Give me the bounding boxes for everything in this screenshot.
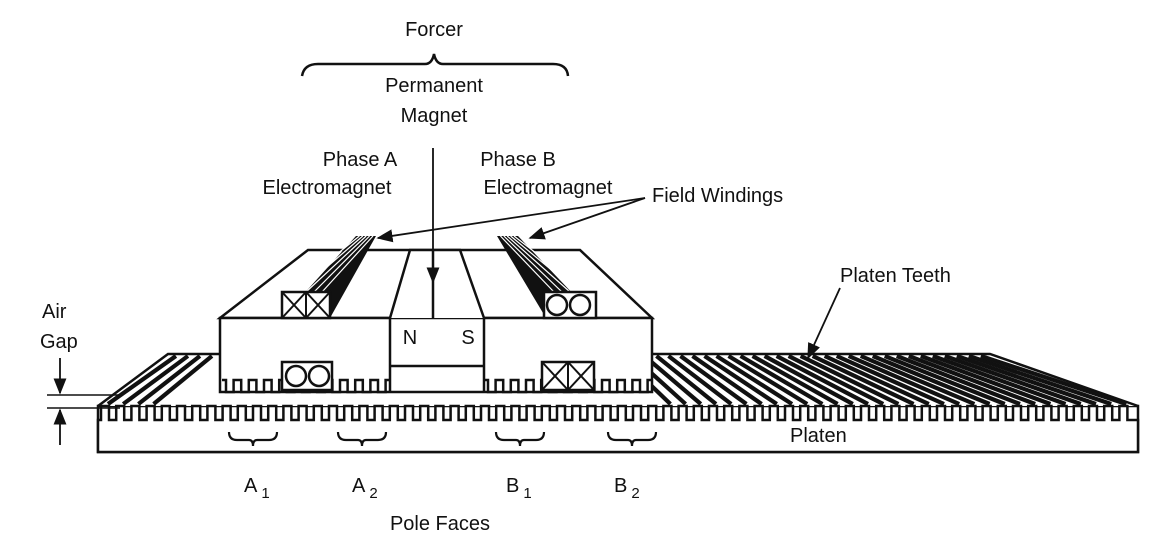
platen-tooth	[137, 354, 202, 406]
phase-b-label-line2: Electromagnet	[484, 177, 613, 199]
phase-a-winding	[280, 235, 376, 392]
pole-face-brace-a2	[336, 431, 388, 447]
platen-tooth	[715, 354, 794, 406]
air-gap-label-line1: Air	[42, 301, 67, 323]
platen-tooth	[835, 354, 945, 406]
pole-face-brace-b2	[606, 431, 658, 447]
phase-b-winding	[497, 235, 598, 392]
platen-tooth	[643, 354, 703, 406]
platen-tooth	[751, 354, 839, 406]
platen-tooth	[883, 354, 1006, 406]
forcer-label: Forcer	[405, 19, 463, 41]
platen-tooth	[847, 354, 961, 406]
platen-tooth	[787, 354, 885, 406]
platen-tooth	[956, 354, 1097, 406]
platen-tooth	[775, 354, 869, 406]
field-windings-label: Field Windings	[652, 185, 783, 207]
phase-a-label-line1: Phase A	[323, 149, 398, 171]
platen-tooth	[811, 354, 915, 406]
platen-tooth	[703, 354, 778, 406]
windings-arrow-b	[528, 197, 646, 240]
platen-tooth	[679, 354, 748, 406]
air-gap-label-line2: Gap	[40, 331, 78, 353]
platen-tooth	[823, 354, 930, 406]
platen-teeth-label: Platen Teeth	[840, 265, 951, 287]
platen-label: Platen	[790, 425, 847, 447]
platen-tooth	[920, 354, 1052, 406]
platen-tooth	[799, 354, 900, 406]
pole-faces-label: Pole Faces	[390, 513, 490, 535]
platen-tooth	[859, 354, 976, 406]
pointer-arrows	[47, 148, 841, 445]
platen-tooth	[727, 354, 809, 406]
pole-face-braces	[227, 431, 658, 447]
platen-tooth	[944, 354, 1082, 406]
pole-face-brace-b1	[494, 431, 546, 447]
permanent-magnet-label-line1: Permanent	[385, 75, 483, 97]
permanent-magnet-label-line2: Magnet	[401, 105, 468, 127]
pole-face-brace-a1	[227, 431, 279, 447]
platen-tooth	[655, 354, 718, 406]
platen-tooth	[152, 354, 214, 406]
north-pole-label: N	[403, 327, 417, 349]
forcer-brace	[300, 53, 570, 77]
platen-tooth	[932, 354, 1067, 406]
platen-teeth-arrow	[807, 287, 841, 360]
platen-tooth	[739, 354, 824, 406]
south-pole-label: S	[461, 327, 474, 349]
platen-tooth	[121, 354, 190, 406]
platen-tooth	[968, 354, 1112, 406]
platen-tooth	[980, 354, 1128, 406]
platen-tooth	[667, 354, 733, 406]
platen-tooth	[908, 354, 1036, 406]
phase-a-label-line2: Electromagnet	[263, 177, 392, 199]
platen-tooth	[763, 354, 854, 406]
platen-tooth	[106, 354, 178, 406]
phase-b-label-line1: Phase B	[480, 149, 556, 171]
windings-arrow-a	[376, 197, 646, 243]
platen-tooth	[895, 354, 1021, 406]
platen-tooth	[691, 354, 763, 406]
platen-tooth	[871, 354, 991, 406]
